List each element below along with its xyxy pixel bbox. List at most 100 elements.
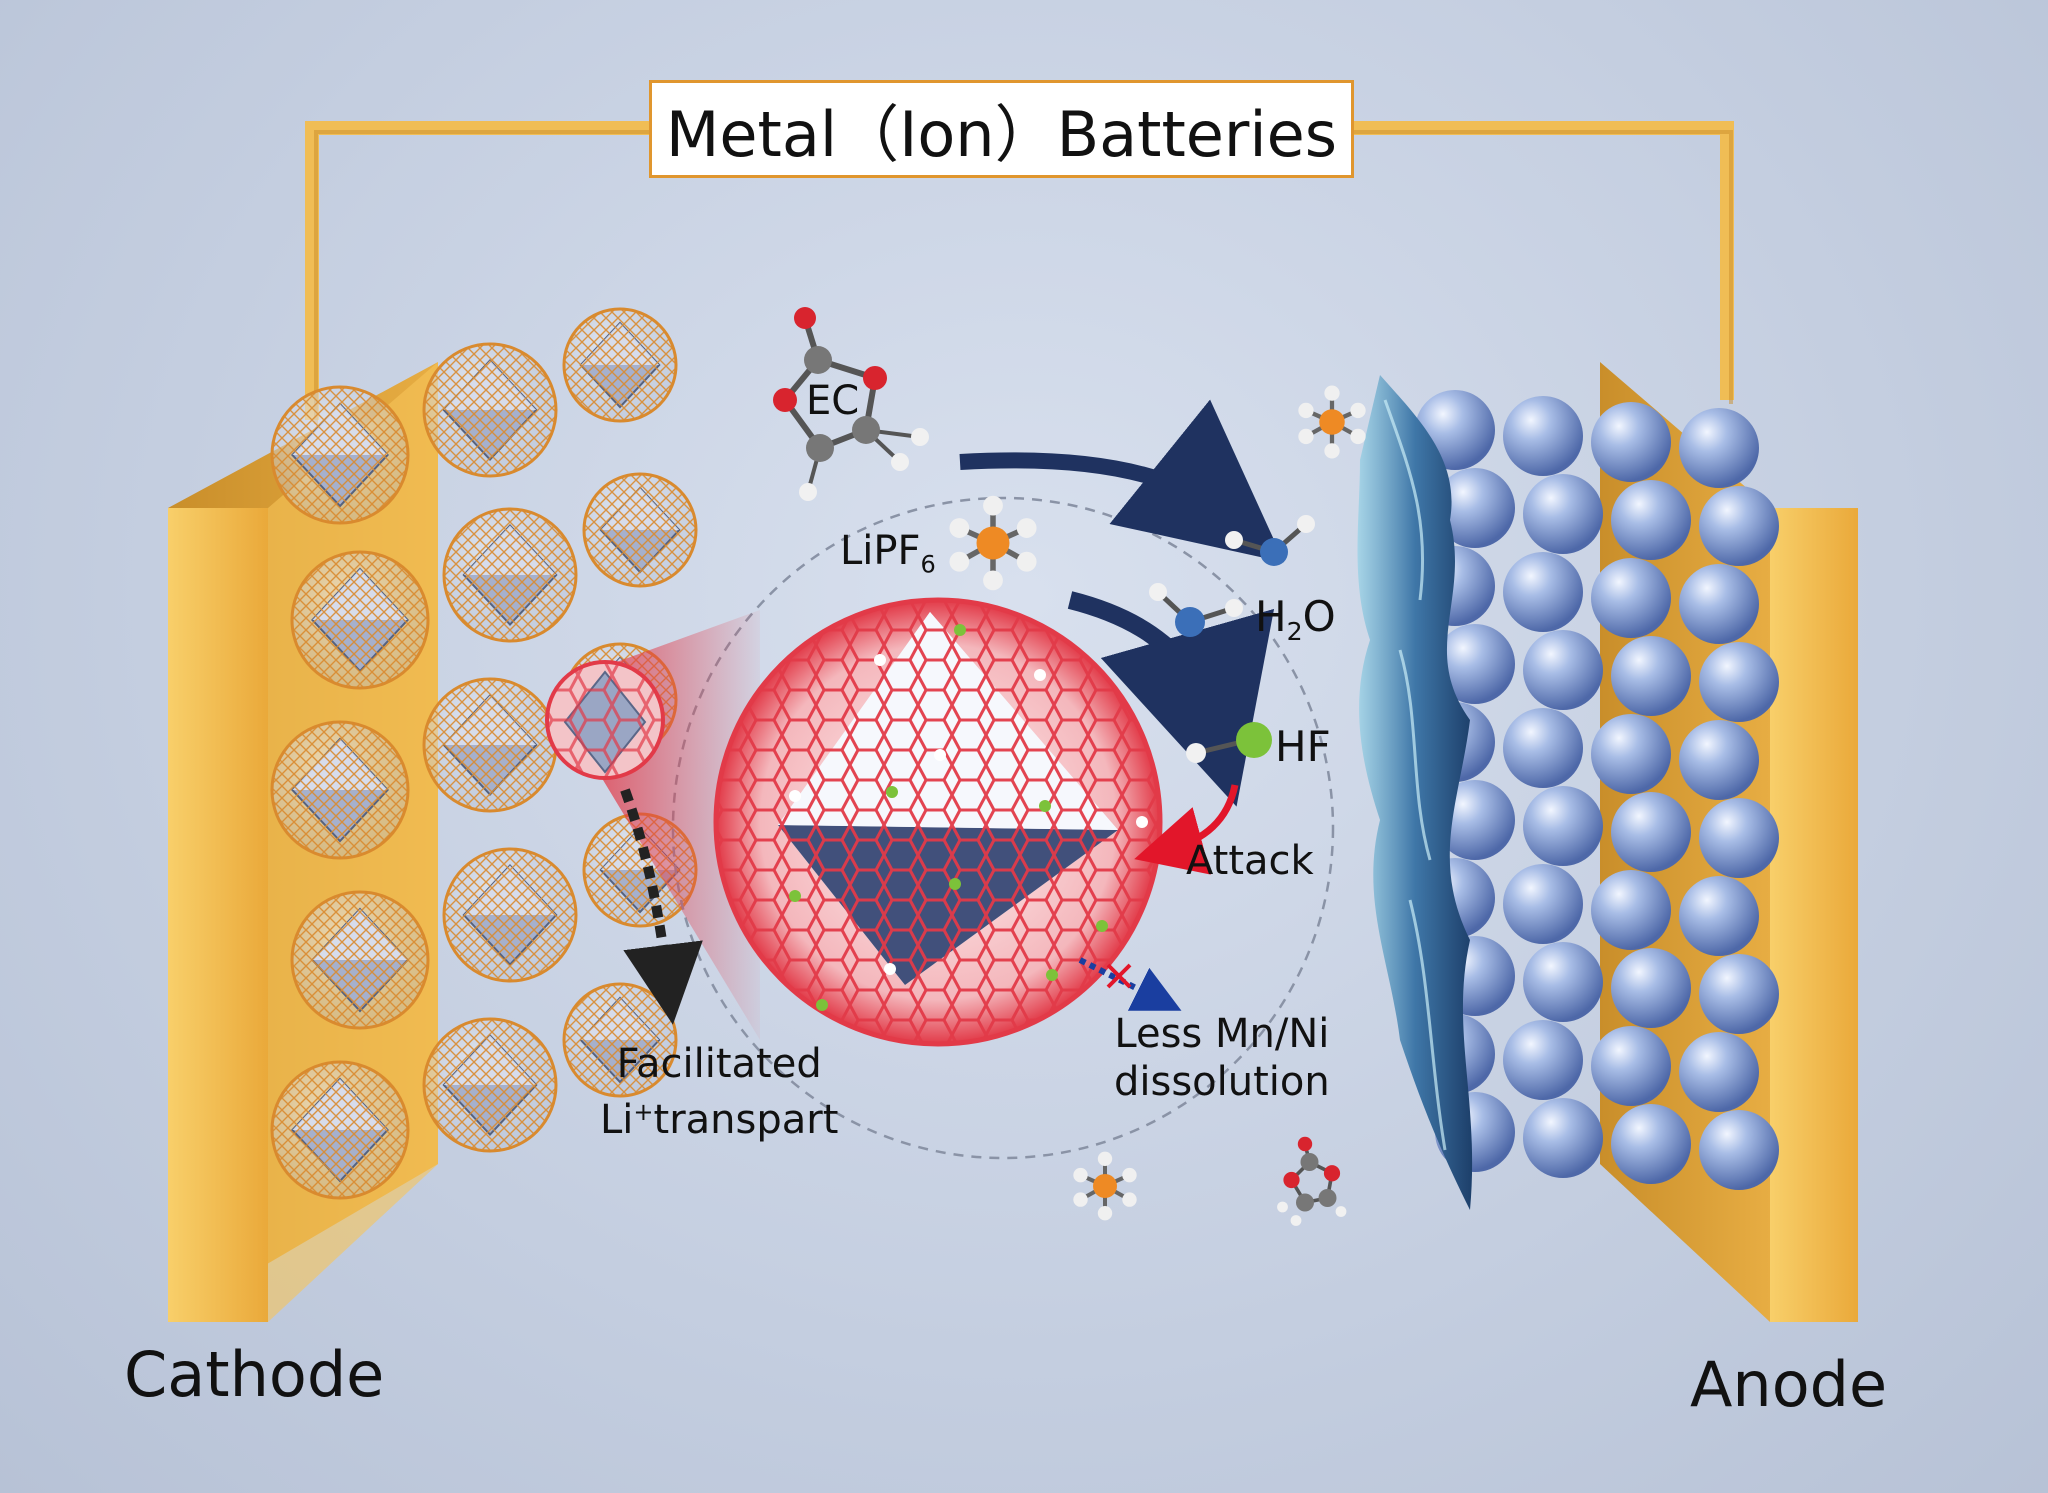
anode-sphere [1679, 408, 1759, 488]
anode-sphere [1611, 636, 1691, 716]
cathode-particle [290, 550, 430, 690]
h2o-molecule-icon [1149, 583, 1243, 637]
cage-dot [1039, 800, 1051, 812]
attack-arrow [1134, 784, 1239, 875]
h2o-label-h: H [1255, 592, 1287, 641]
anode-sphere [1679, 564, 1759, 644]
arrow-ec-to-h2o [959, 399, 1285, 563]
anode-sphere [1699, 486, 1779, 566]
anode-sphere [1699, 1110, 1779, 1190]
cathode-particle [562, 307, 678, 423]
anode-sphere [1523, 474, 1603, 554]
cathode-particle [422, 1017, 558, 1153]
ec-label: EC [806, 378, 860, 424]
lipf6-label: LiPF6 [840, 528, 936, 578]
cathode-particle [422, 342, 558, 478]
cage-dot [874, 654, 886, 666]
transport-text: transpart [653, 1097, 839, 1144]
coated-particle-zoom [713, 597, 1163, 1047]
anode-sphere [1435, 468, 1515, 548]
anode-sphere [1699, 642, 1779, 722]
anode-sphere [1591, 1026, 1671, 1106]
cathode-label: Cathode [124, 1338, 385, 1411]
anode-sphere [1611, 1104, 1691, 1184]
li-sup: + [633, 1098, 654, 1126]
cage-dot [1136, 816, 1148, 828]
cage-dot [884, 963, 896, 975]
highlighted-particle [545, 660, 665, 780]
cathode-particle [422, 677, 558, 813]
cathode-particle [270, 1060, 410, 1200]
anode-sphere [1435, 624, 1515, 704]
dissolution-label: Less Mn/Ni dissolution [1114, 1010, 1330, 1106]
lipf6-label-main: LiPF [840, 528, 921, 574]
anode-sphere [1611, 480, 1691, 560]
ec-molecule-icon [773, 307, 929, 501]
li-transport-label: Facilitated Li+transpart [600, 1040, 838, 1144]
anode-sphere [1591, 558, 1671, 638]
cathode-particle [270, 385, 410, 525]
li-transport-arrow [620, 788, 703, 1025]
anode-sphere [1503, 396, 1583, 476]
anode-sphere [1591, 402, 1671, 482]
dissolution-label-line2: dissolution [1114, 1059, 1330, 1105]
cathode-particle [582, 472, 698, 588]
h2o-label-sub: 2 [1286, 616, 1303, 646]
electrolyte-boundary [671, 496, 1335, 1160]
title-box: Metal（Ion）Batteries [649, 80, 1354, 178]
anode-sphere [1503, 708, 1583, 788]
cage-dot [789, 790, 801, 802]
cage-dot [954, 624, 966, 636]
anode-sphere [1611, 792, 1691, 872]
anode-sphere [1611, 948, 1691, 1028]
cage-dot [886, 786, 898, 798]
li-transport-label-line1: Facilitated [616, 1041, 822, 1087]
anode-spheres [1415, 390, 1779, 1190]
h2o-label-o: O [1302, 592, 1336, 641]
anode-sphere [1523, 942, 1603, 1022]
anode-sphere [1503, 552, 1583, 632]
anode-sphere [1503, 864, 1583, 944]
ec-molecule-icon [1277, 1136, 1347, 1226]
anode-sphere [1591, 870, 1671, 950]
anode-sphere [1523, 786, 1603, 866]
anode-sphere [1679, 876, 1759, 956]
li-text: Li [600, 1097, 634, 1144]
lipf6-molecule-icon [949, 495, 1037, 591]
blocked-cross-icon [1106, 963, 1132, 989]
cage-dot [816, 999, 828, 1011]
cage-dot [949, 878, 961, 890]
cage-dot [789, 890, 801, 902]
hf-molecule-icon [1186, 722, 1272, 763]
h2o-label: H2O [1255, 592, 1336, 646]
lipf6-molecule-icon [1298, 385, 1366, 459]
cage-dot [1046, 969, 1058, 981]
cathode-particle [442, 507, 578, 643]
dissolution-arrow [1078, 957, 1182, 1011]
anode-sphere [1679, 720, 1759, 800]
anode-sphere [1503, 1020, 1583, 1100]
lipf6-label-sub: 6 [920, 550, 936, 579]
anode-sphere [1523, 1098, 1603, 1178]
attack-label: Attack [1186, 838, 1314, 884]
arrow-lipf6-to-hf [1067, 591, 1274, 807]
anode-sphere [1679, 1032, 1759, 1112]
lipf6-molecule-icon [1073, 1151, 1137, 1221]
diagram-title: Metal（Ion）Batteries [665, 98, 1338, 171]
cathode-particle [290, 890, 430, 1030]
cage-dot [1096, 920, 1108, 932]
dissolution-label-line1: Less Mn/Ni [1114, 1011, 1330, 1057]
anode-sphere [1699, 954, 1779, 1034]
cage-dot [1034, 669, 1046, 681]
anode-sphere [1591, 714, 1671, 794]
h2o-molecule-icon [1225, 515, 1315, 566]
sei-layer [1357, 375, 1473, 1210]
li-transport-label-line2: Li+transpart [600, 1088, 838, 1144]
anode-sphere [1699, 798, 1779, 878]
anode-label: Anode [1690, 1348, 1888, 1421]
cathode-particle [270, 720, 410, 860]
anode-sphere [1523, 630, 1603, 710]
hf-label: HF [1275, 722, 1331, 771]
cathode-particle [442, 847, 578, 983]
